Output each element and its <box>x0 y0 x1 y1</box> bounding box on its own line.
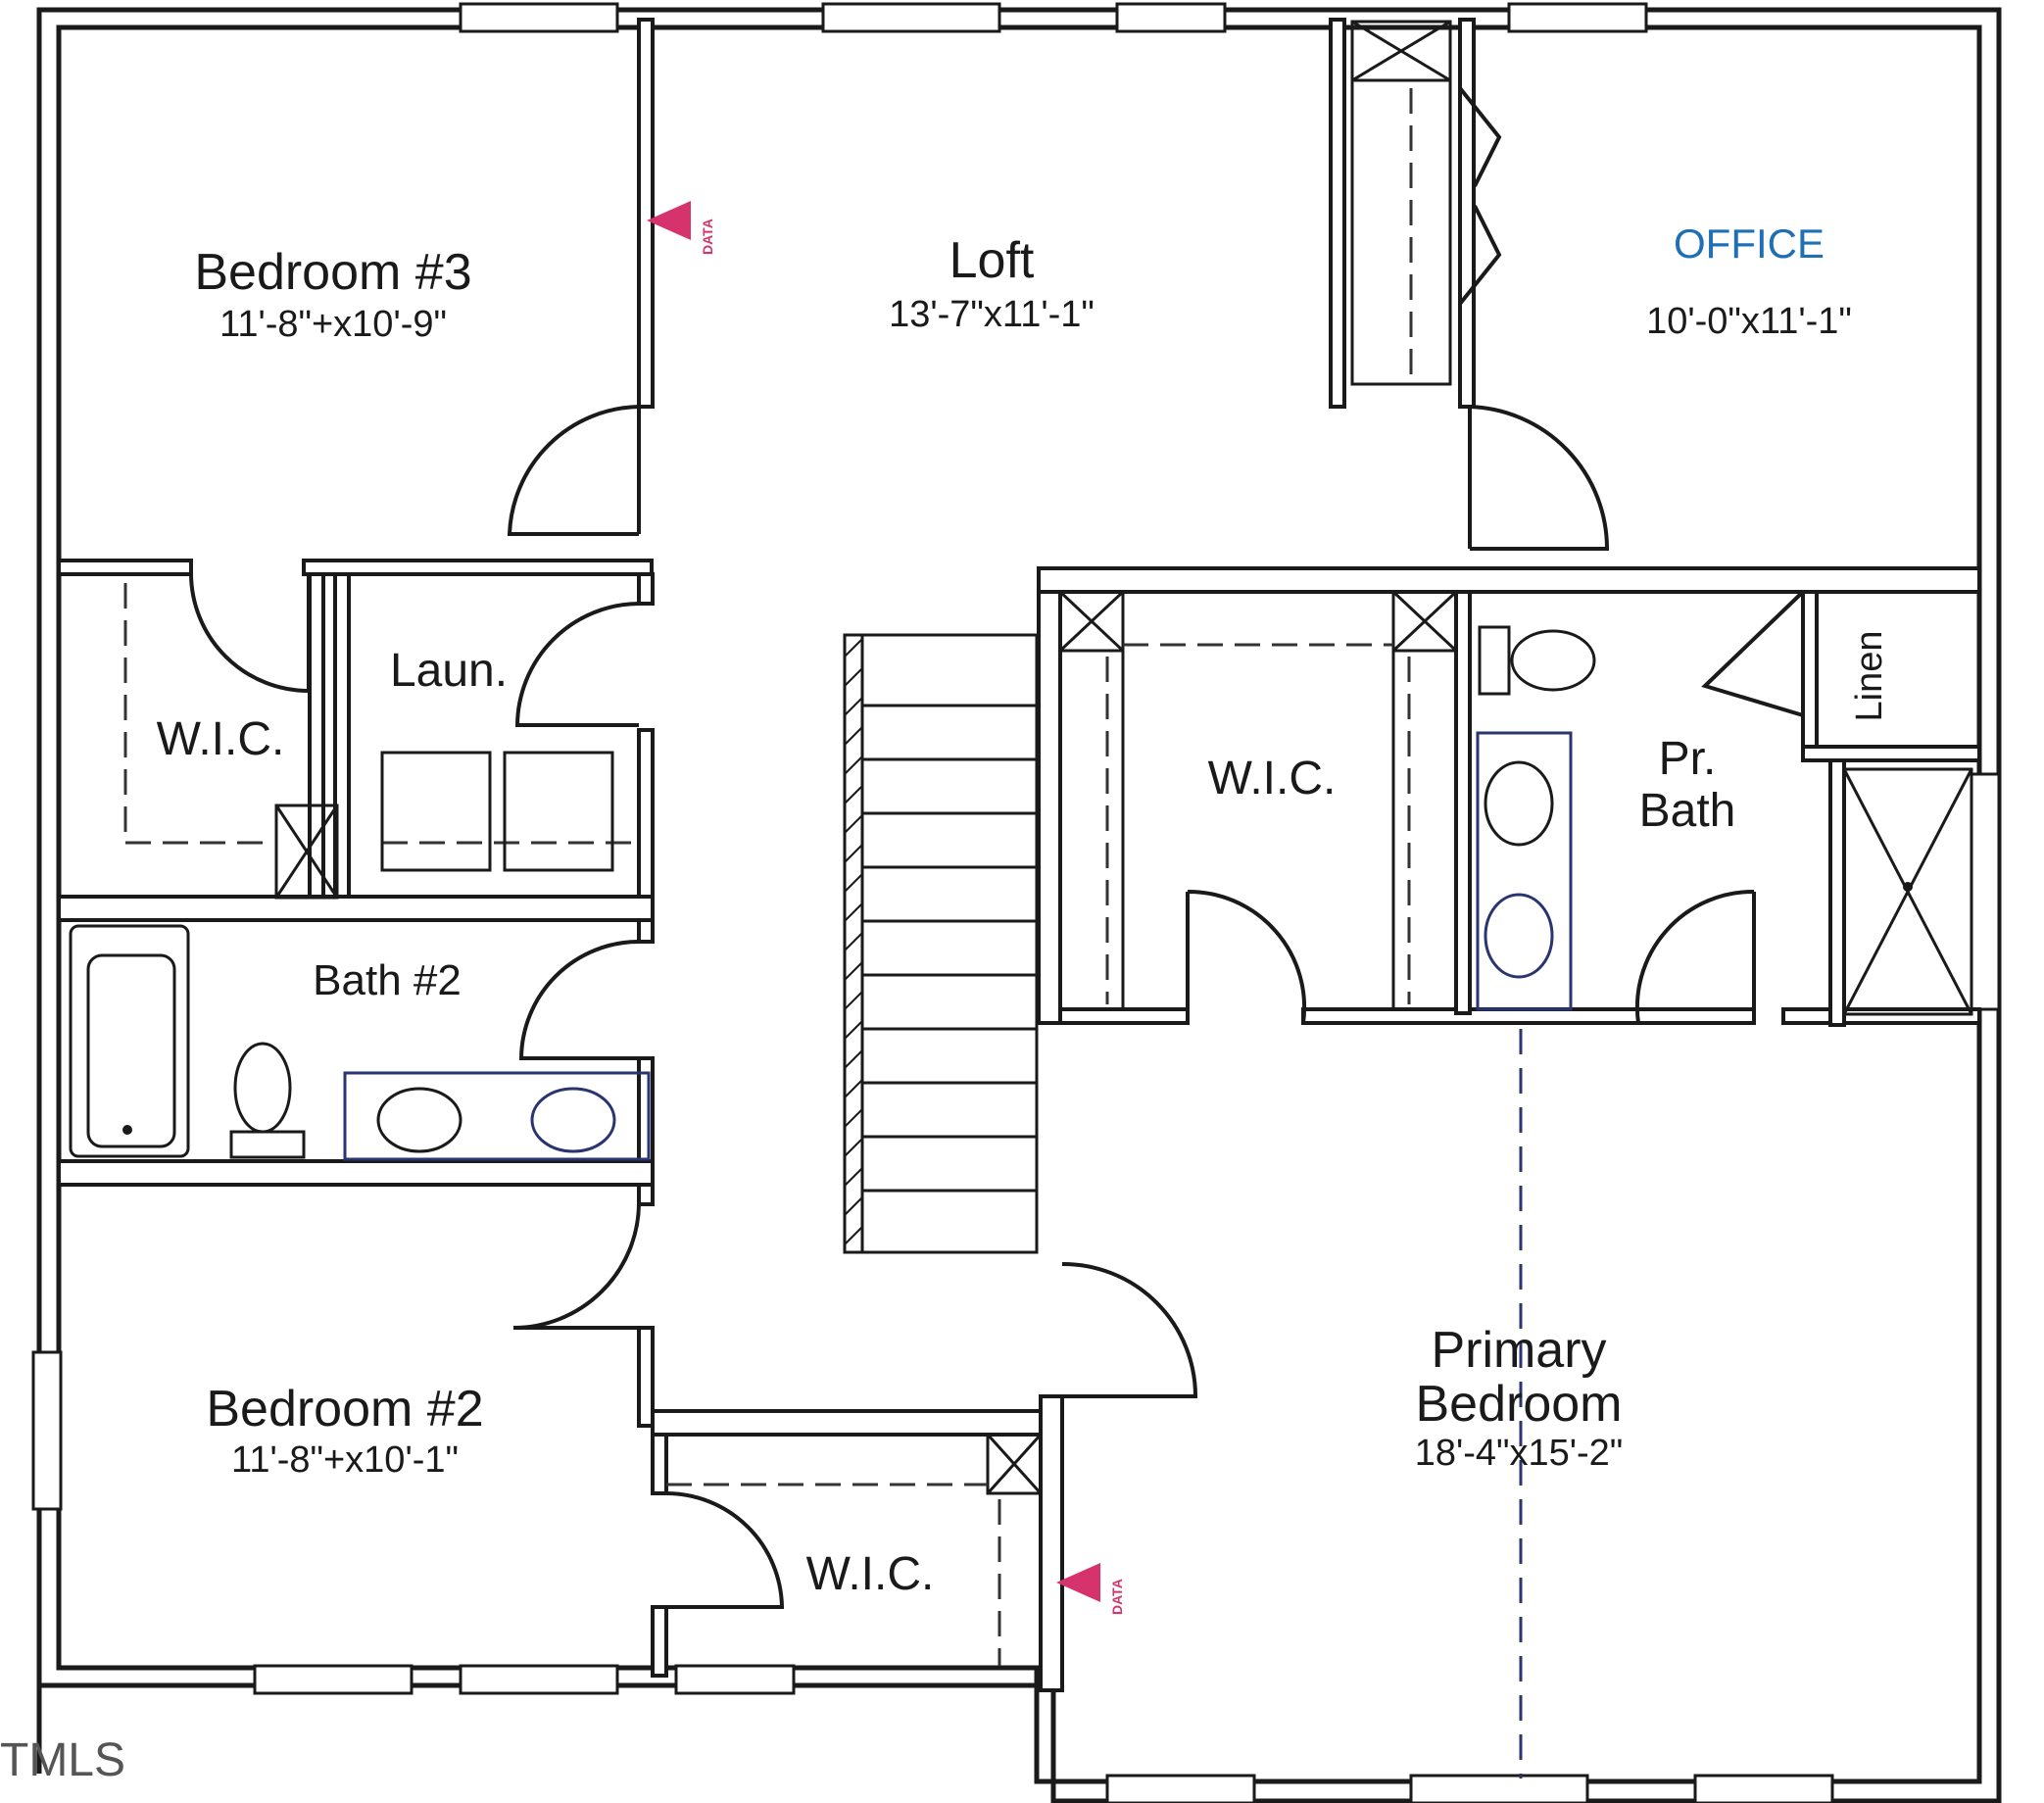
toilet-primary <box>1510 629 1596 692</box>
doors <box>189 86 1805 1609</box>
data-marker-loft: DATA <box>647 201 715 255</box>
office-dims: 10'-0"x11'-1" <box>1646 301 1852 342</box>
primary-dims: 18'-4"x15'-2" <box>1415 1433 1624 1474</box>
dryer <box>503 751 614 872</box>
pr-bath-line2: Bath <box>1639 785 1736 837</box>
closet-details <box>123 20 1523 1779</box>
bath2-name: Bath #2 <box>313 956 462 1004</box>
wic-primary-name: W.I.C. <box>1208 753 1337 804</box>
washer <box>380 751 492 872</box>
wic-bed3-name: W.I.C. <box>157 713 285 765</box>
pr-bath-line1: Pr. <box>1659 733 1717 785</box>
office-name: OFFICE <box>1674 220 1825 267</box>
windows <box>31 2 2001 1803</box>
toilet <box>233 1042 292 1134</box>
primary-line2: Bedroom <box>1416 1376 1623 1433</box>
vanity <box>343 1071 651 1161</box>
loft-dims: 13'-7"x11'-1" <box>889 294 1095 335</box>
data-marker-label: DATA <box>1109 1579 1125 1615</box>
wic-bed2-name: W.I.C. <box>806 1548 935 1600</box>
data-marker-primary: DATA <box>1056 1563 1125 1615</box>
loft-name: Loft <box>949 232 1035 289</box>
vanity-primary <box>1476 731 1573 1011</box>
bathtub <box>69 924 190 1158</box>
room-labels: Bedroom #3 11'-8"+x10'-9" Loft 13'-7"x11… <box>157 220 1890 1600</box>
bedroom3-dims: 11'-8"+x10'-9" <box>219 304 447 345</box>
bedroom2-dims: 11'-8"+x10'-1" <box>231 1439 459 1481</box>
fixtures <box>69 625 1973 1161</box>
primary-line1: Primary <box>1431 1322 1606 1379</box>
laundry-name: Laun. <box>390 645 508 697</box>
bedroom3-name: Bedroom #3 <box>194 244 471 301</box>
data-marker-label: DATA <box>700 219 715 255</box>
interior-walls <box>57 18 1981 1692</box>
bedroom2-name: Bedroom #2 <box>206 1381 483 1438</box>
linen-name: Linen <box>1849 631 1890 722</box>
staircase <box>843 633 1039 1254</box>
shower <box>1842 767 1973 1016</box>
mls-watermark: TMLS <box>0 1734 125 1786</box>
